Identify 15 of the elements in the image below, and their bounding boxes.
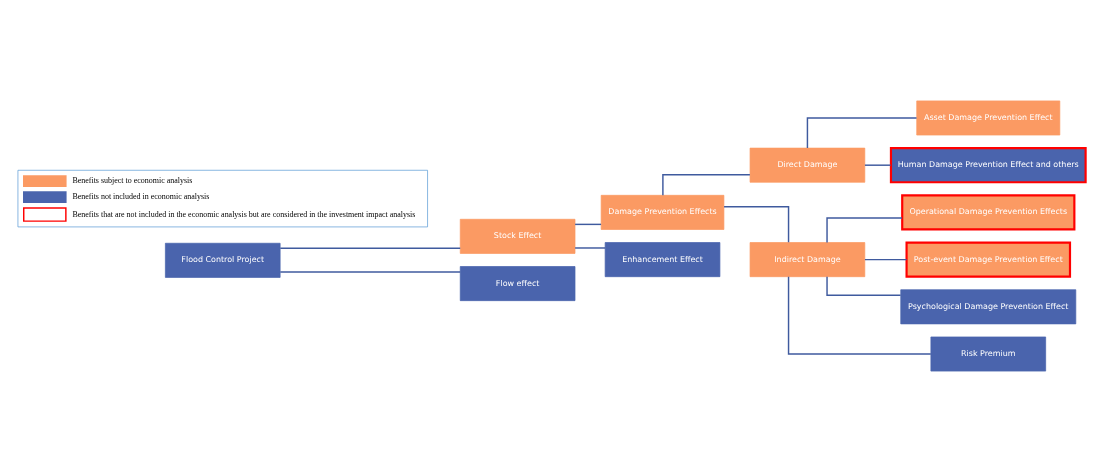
connector: [826, 217, 903, 244]
connector: [806, 117, 918, 149]
connector: [279, 271, 461, 273]
legend-label: Benefits not included in economic analysis: [72, 192, 210, 202]
legend-label: Benefits that are not included in the economic analysis but are considered in the investment impact analysis: [72, 209, 416, 219]
connector: [787, 275, 932, 355]
connector: [864, 258, 908, 261]
connector: [574, 247, 606, 249]
connector: [723, 206, 790, 243]
connector: [826, 276, 902, 296]
connector: [662, 174, 751, 196]
connector: [279, 247, 461, 250]
legend-label: Benefits subject to economic analysis: [72, 176, 193, 186]
connector: [574, 223, 602, 226]
connector: [864, 164, 892, 166]
